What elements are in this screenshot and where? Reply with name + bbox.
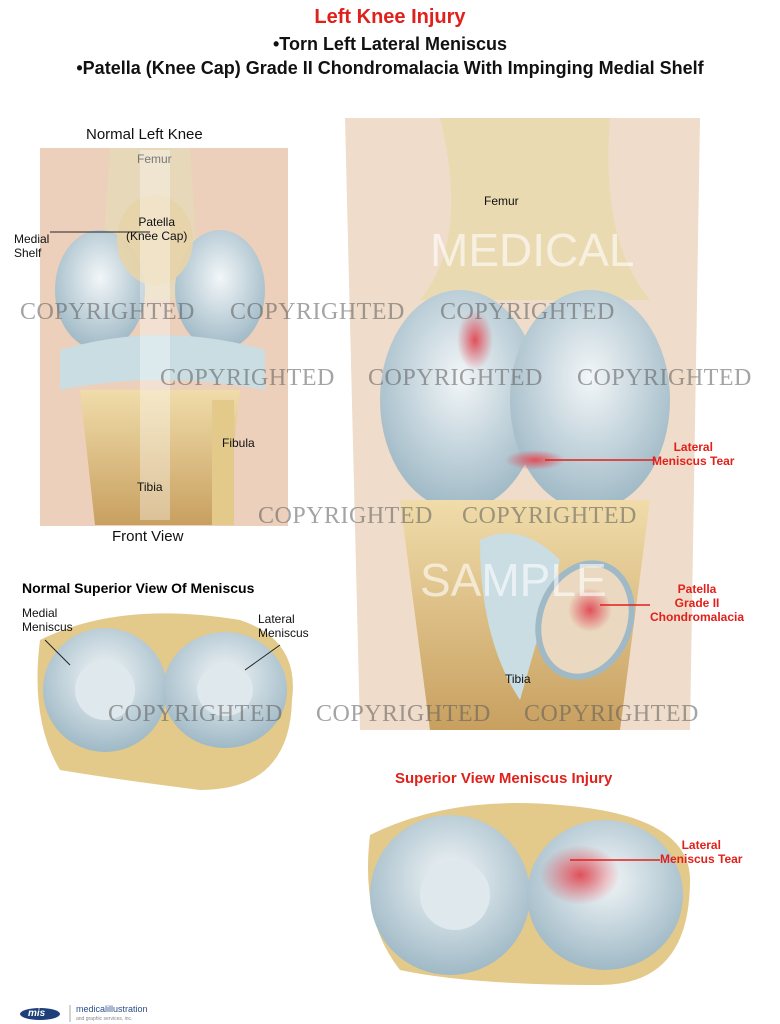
watermark-copyright: COPYRIGHTED [20,299,195,325]
label-patella: Patella (Knee Cap) [126,215,188,243]
watermark-copyright: COPYRIGHTED [577,365,752,391]
injured-knee-illustration [345,118,700,730]
normal-meniscus-illustration [37,613,293,790]
watermark-copyright: COPYRIGHTED [368,365,543,391]
watermark-copyright: COPYRIGHTED [258,503,433,529]
label-tibia: Tibia [505,672,531,686]
watermark-copyright: COPYRIGHTED [524,701,699,727]
callout-lateral-meniscus-tear: Lateral Meniscus Tear [660,838,743,866]
label-fibula: Fibula [222,436,255,450]
front-view-caption: Front View [112,528,184,545]
callout-chondromalacia: Patella Grade II Chondromalacia [650,582,745,624]
label-medial-meniscus: Medial Meniscus [22,606,73,634]
label-femur: Femur [137,152,172,166]
watermark-brand: MEDICAL [430,224,635,276]
company-name: medicalillustration [76,1004,148,1014]
watermark-copyright: COPYRIGHTED [440,299,615,325]
label-tibia: Tibia [137,480,163,494]
normal-knee-caption: Normal Left Knee [86,126,203,143]
watermark-copyright: COPYRIGHTED [462,503,637,529]
watermark-copyright: COPYRIGHTED [316,701,491,727]
label-femur: Femur [484,194,519,208]
normal-meniscus-caption: Normal Superior View Of Meniscus [22,580,255,596]
logo-mark: mis [28,1008,46,1019]
diagnosis-1: •Torn Left Lateral Meniscus [272,34,507,54]
watermark-copyright: COPYRIGHTED [160,365,335,391]
label-medial-shelf: Medial Shelf [14,232,50,260]
company-logo [20,1005,71,1022]
watermark-copyright: COPYRIGHTED [108,701,283,727]
injured-meniscus-illustration [368,803,690,985]
diagnosis-2: •Patella (Knee Cap) Grade II Chondromala… [76,58,704,78]
watermark-sample: SAMPLE [420,554,607,606]
watermark-copyright: COPYRIGHTED [230,299,405,325]
label-lateral-meniscus: Lateral Meniscus [258,612,309,640]
injured-meniscus-caption: Superior View Meniscus Injury [395,770,613,787]
page-title: Left Knee Injury [314,6,466,28]
callout-meniscus-tear: Lateral Meniscus Tear [652,440,735,468]
company-subtitle: and graphic services, inc. [76,1016,133,1022]
normal-knee-illustration [40,148,288,526]
